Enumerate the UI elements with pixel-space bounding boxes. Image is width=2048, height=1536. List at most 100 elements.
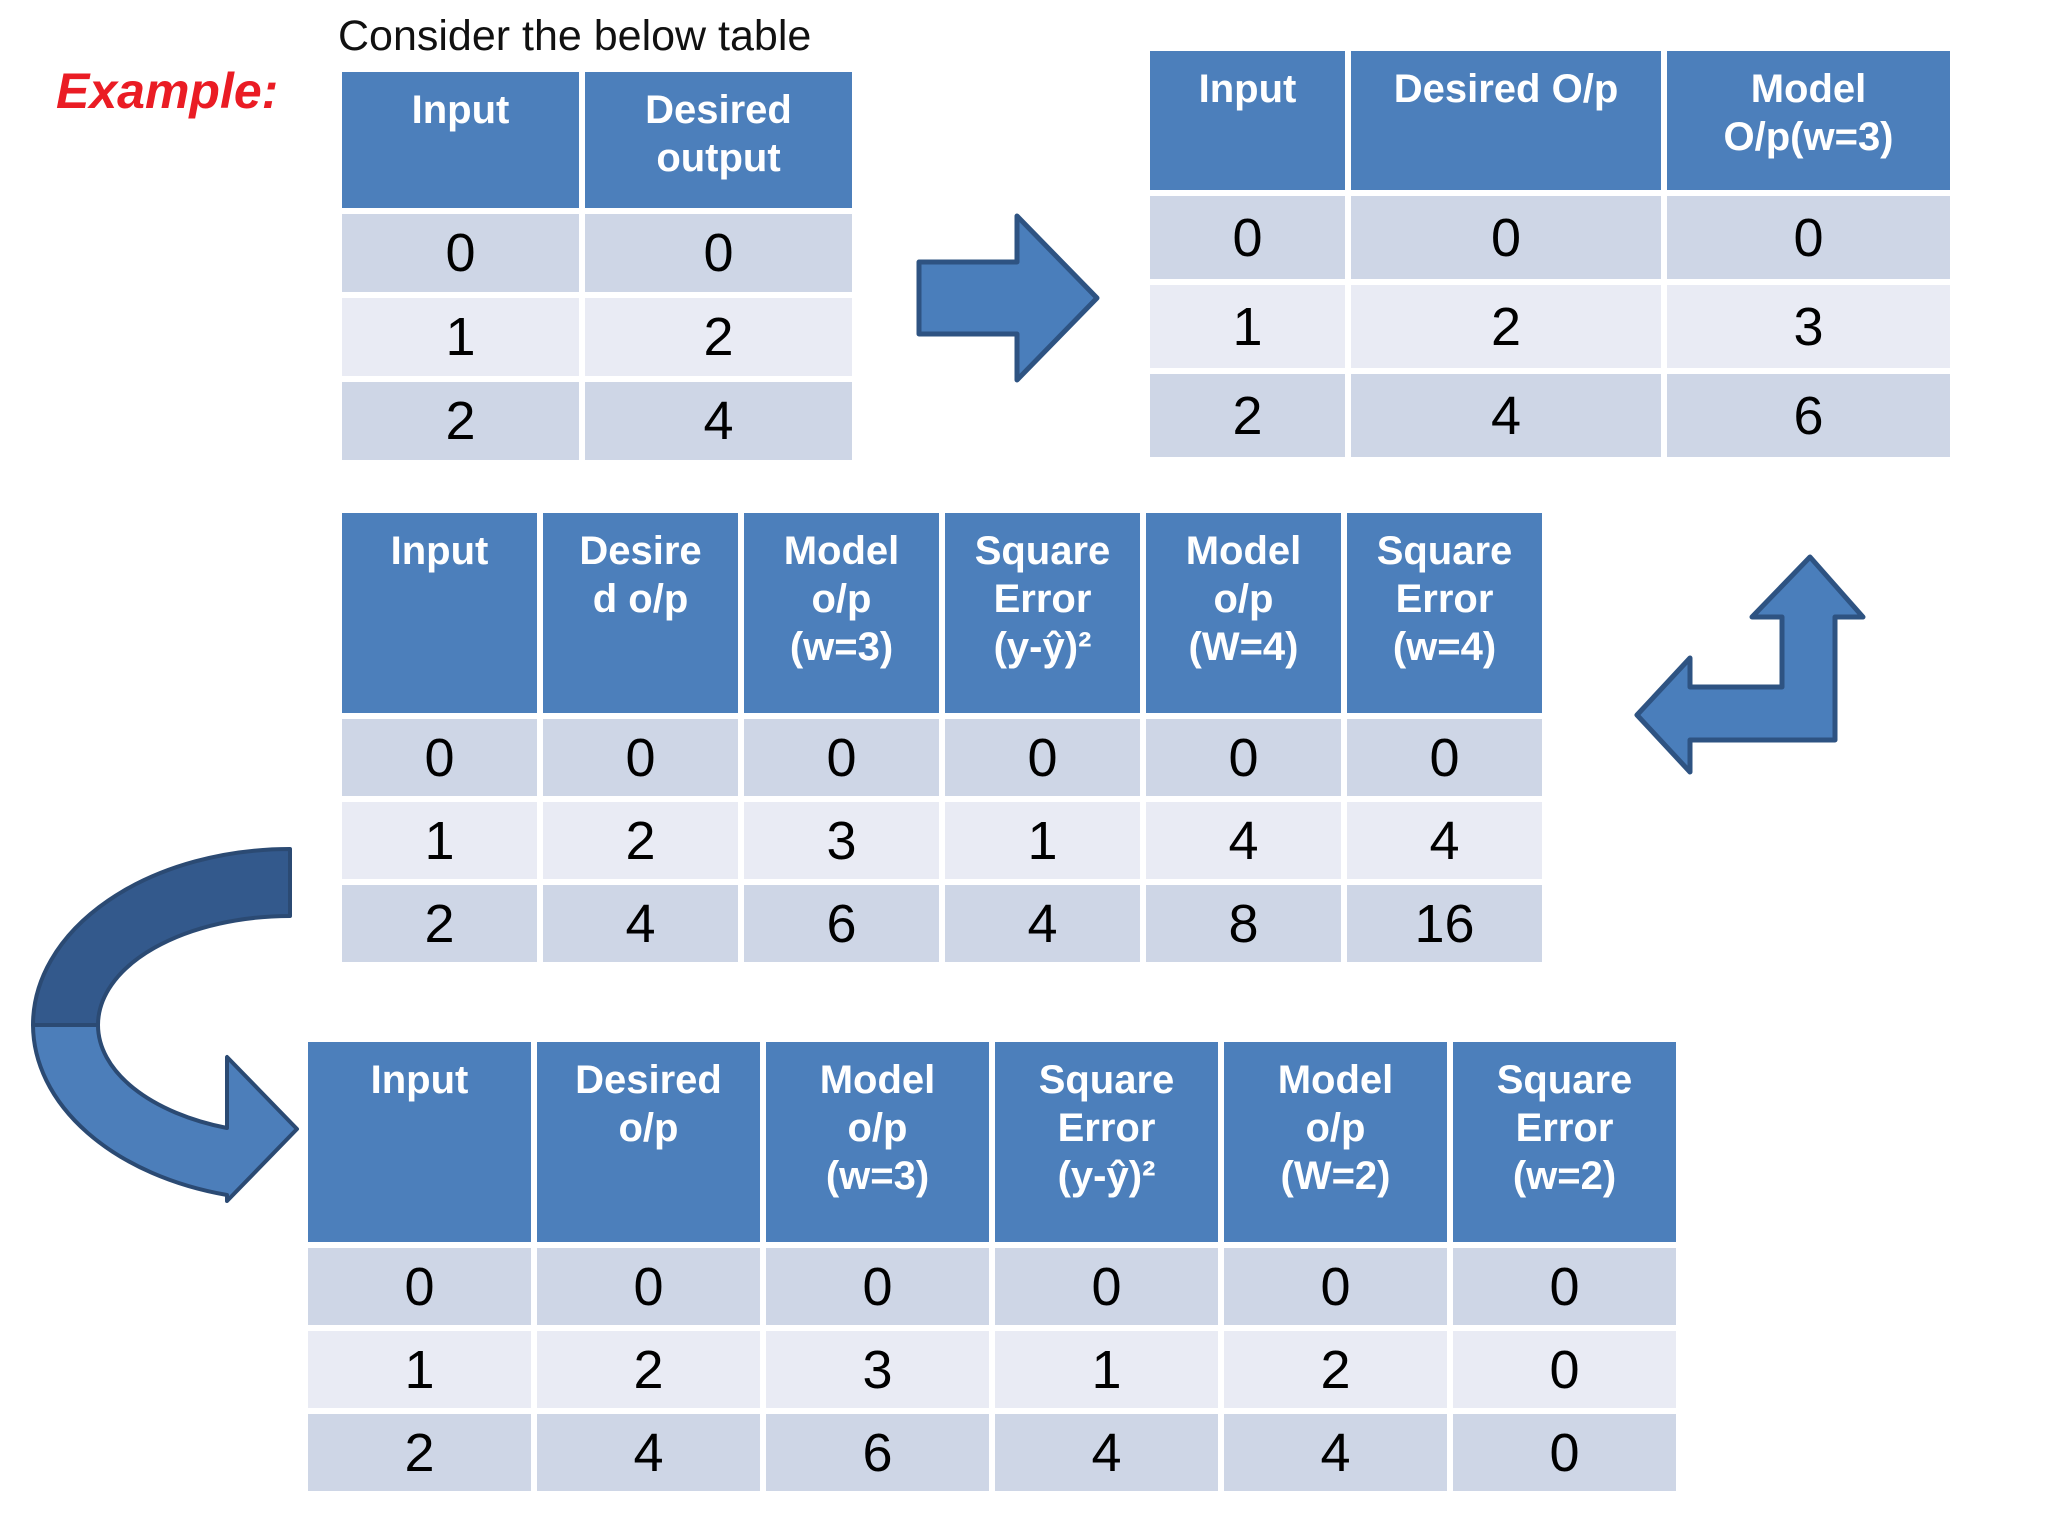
table-cell: 0	[342, 719, 537, 796]
table-cell: 2	[342, 885, 537, 962]
table-cell: 1	[342, 298, 579, 376]
right-block-arrow-icon	[916, 213, 1100, 383]
header-cell: Desired output	[585, 72, 852, 208]
header-line: (w=4)	[1392, 625, 1497, 669]
table-cell: 3	[766, 1331, 989, 1408]
table-cell: 2	[342, 382, 579, 460]
slide-title: Consider the below table	[338, 12, 812, 60]
header-line: o/p	[1305, 1106, 1366, 1150]
header-line: Input	[370, 1058, 469, 1102]
table-cell: 4	[995, 1414, 1218, 1491]
header-cell: Input	[342, 513, 537, 713]
table-cell: 4	[537, 1414, 760, 1491]
table-cell: 0	[744, 719, 939, 796]
header-line: (W=4)	[1188, 625, 1299, 669]
header-line: Model	[1185, 529, 1302, 573]
table-cell: 0	[585, 214, 852, 292]
header-line: d o/p	[592, 577, 689, 621]
compare-w2-table: Input Desired o/p Model o/p (w=3) Square…	[308, 1042, 1676, 1491]
table-cell: 1	[1150, 285, 1345, 368]
table-cell: 4	[585, 382, 852, 460]
table-cell: 2	[308, 1414, 531, 1491]
table-cell: 3	[1667, 285, 1950, 368]
table-cell: 4	[543, 885, 738, 962]
header-line: o/p	[1213, 577, 1274, 621]
header-line: (W=2)	[1280, 1154, 1391, 1198]
header-line: Square	[1496, 1058, 1633, 1102]
table-cell: 0	[1150, 196, 1345, 279]
header-line: o/p	[847, 1106, 908, 1150]
table-cell: 1	[995, 1331, 1218, 1408]
header-cell: Input	[308, 1042, 531, 1242]
header-line: output	[656, 136, 781, 180]
header-line: (y-ŷ)²	[1057, 1154, 1156, 1198]
table-cell: 2	[537, 1331, 760, 1408]
header-line: (w=3)	[825, 1154, 930, 1198]
header-cell: Square Error (y-ŷ)²	[945, 513, 1140, 713]
header-line: Square	[1376, 529, 1513, 573]
header-cell: Model o/p (w=3)	[766, 1042, 989, 1242]
table-cell: 0	[1453, 1414, 1676, 1491]
table-cell: 2	[585, 298, 852, 376]
header-line: Model	[819, 1058, 936, 1102]
header-line: Desired	[575, 1058, 722, 1102]
table-cell: 2	[1150, 374, 1345, 457]
table-cell: 2	[1224, 1331, 1447, 1408]
table-cell: 0	[995, 1248, 1218, 1325]
table-cell: 0	[766, 1248, 989, 1325]
header-line: o/p	[618, 1106, 679, 1150]
table-cell: 0	[1453, 1331, 1676, 1408]
header-line: Error	[1515, 1106, 1614, 1150]
header-line: Model	[1750, 67, 1867, 111]
compare-w4-table: Input Desire d o/p Model o/p (w=3) Squar…	[342, 513, 1542, 962]
table-cell: 8	[1146, 885, 1341, 962]
header-line: Desired O/p	[1393, 67, 1619, 111]
header-line: Model	[1277, 1058, 1394, 1102]
header-cell: Input	[342, 72, 579, 208]
table-cell: 0	[342, 214, 579, 292]
table-cell: 4	[1351, 374, 1661, 457]
header-line: Square	[1038, 1058, 1175, 1102]
header-cell: Desire d o/p	[543, 513, 738, 713]
header-line: o/p	[811, 577, 872, 621]
header-line: Desired	[645, 88, 792, 132]
header-line: O/p(w=3)	[1723, 115, 1894, 159]
header-cell: Input	[1150, 51, 1345, 190]
header-line: Error	[993, 577, 1092, 621]
table-cell: 0	[1146, 719, 1341, 796]
table-cell: 1	[342, 802, 537, 879]
header-line: Desire	[579, 529, 702, 573]
header-line: Square	[974, 529, 1111, 573]
table-cell: 0	[1347, 719, 1542, 796]
table-cell: 4	[945, 885, 1140, 962]
header-cell: Square Error (y-ŷ)²	[995, 1042, 1218, 1242]
table-cell: 1	[945, 802, 1140, 879]
table-cell: 6	[766, 1414, 989, 1491]
header-line: (w=2)	[1512, 1154, 1617, 1198]
header-line: Input	[390, 529, 489, 573]
header-line: Error	[1395, 577, 1494, 621]
table-cell: 0	[537, 1248, 760, 1325]
curved-uturn-arrow-icon	[31, 847, 299, 1203]
header-line: Model	[783, 529, 900, 573]
table-cell: 0	[543, 719, 738, 796]
example-label: Example:	[56, 63, 279, 119]
header-line: Input	[411, 88, 510, 132]
base-table: Input Desired output 0 0 1 2 2 4	[342, 72, 852, 460]
table-cell: 1	[308, 1331, 531, 1408]
table-cell: 0	[308, 1248, 531, 1325]
table-cell: 6	[744, 885, 939, 962]
header-cell: Model o/p (W=4)	[1146, 513, 1341, 713]
table-cell: 4	[1347, 802, 1542, 879]
table-cell: 0	[1453, 1248, 1676, 1325]
table-cell: 2	[543, 802, 738, 879]
header-cell: Model O/p(w=3)	[1667, 51, 1950, 190]
table-cell: 16	[1347, 885, 1542, 962]
table-cell: 4	[1224, 1414, 1447, 1491]
header-line: (w=3)	[789, 625, 894, 669]
model-w3-table: Input Desired O/p Model O/p(w=3) 0 0 0 1…	[1150, 51, 1950, 457]
header-line: Input	[1198, 67, 1297, 111]
elbow-up-left-arrow-icon	[1634, 554, 1866, 775]
header-line: Error	[1057, 1106, 1156, 1150]
header-cell: Desired o/p	[537, 1042, 760, 1242]
